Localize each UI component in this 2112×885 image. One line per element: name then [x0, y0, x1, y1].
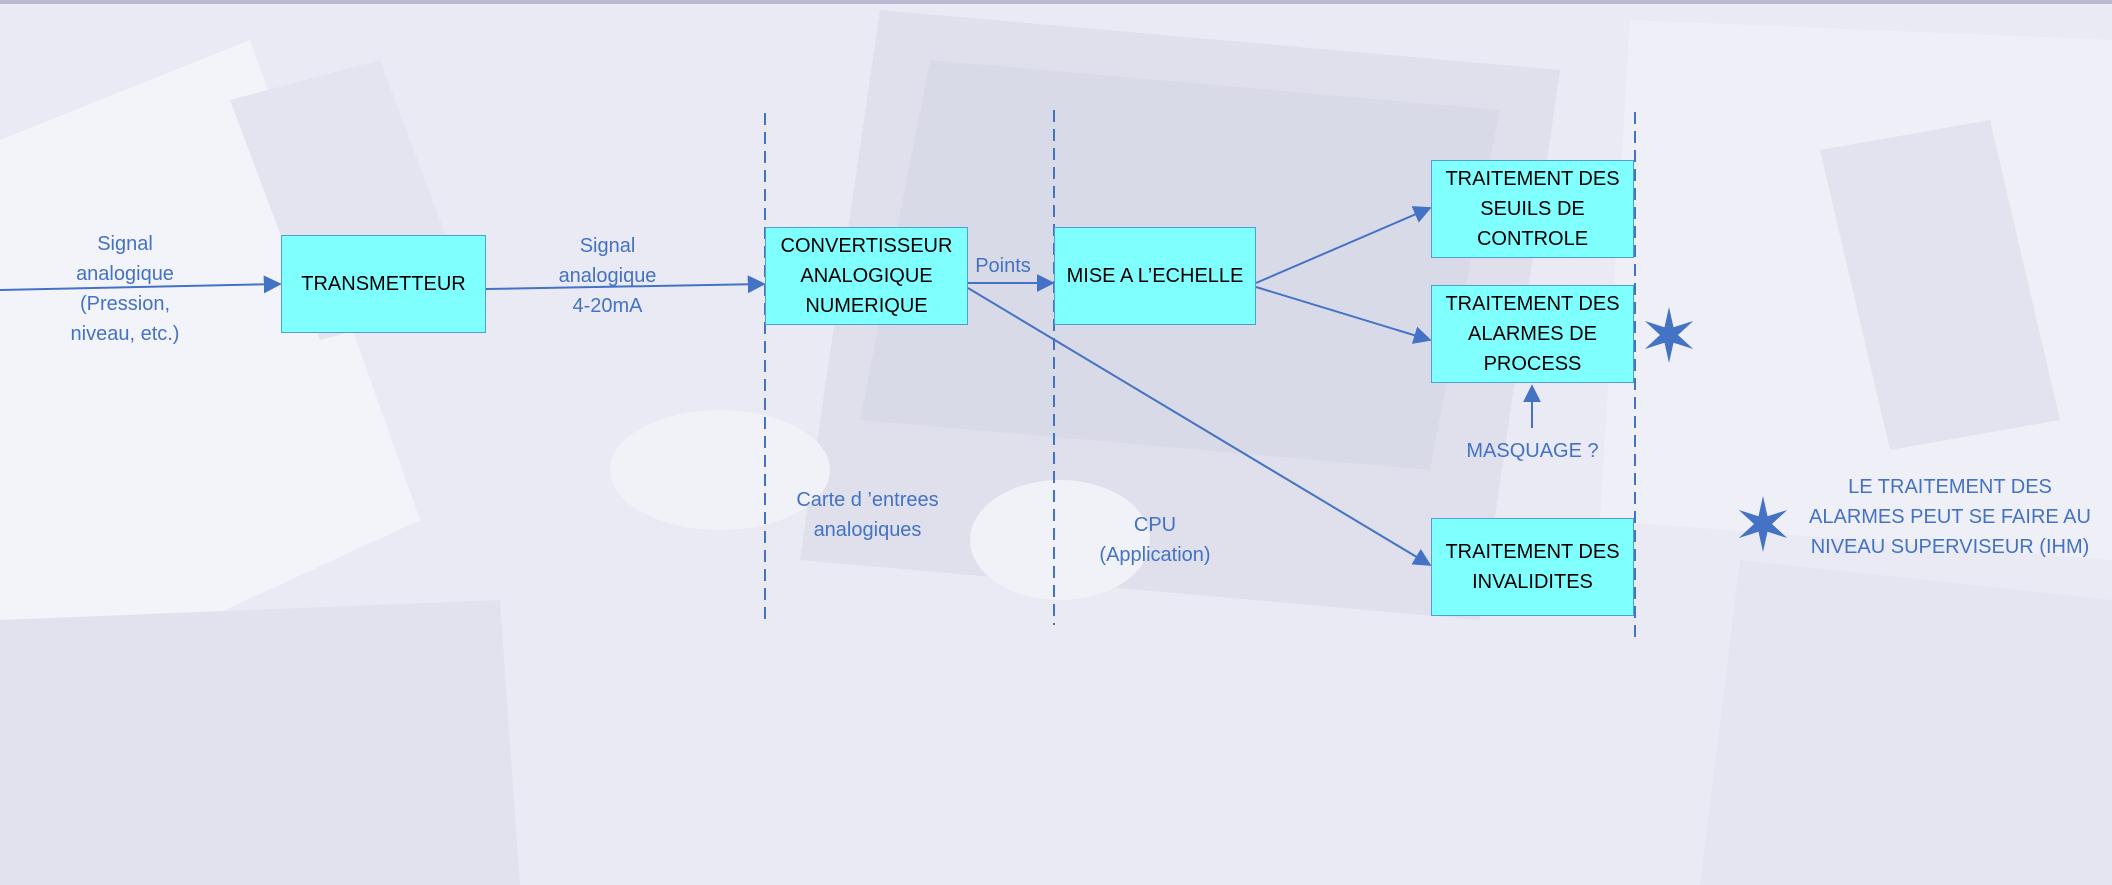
invalidites-block: TRAITEMENT DES INVALIDITES [1431, 518, 1634, 616]
carte-label: Carte d ’entrees analogiques [796, 489, 939, 541]
arrow-signal-in [0, 275, 282, 294]
signal-420-label: Signal analogique 4-20mA [558, 235, 657, 317]
top-border [0, 0, 2112, 4]
convertisseur-block: CONVERTISSEUR ANALOGIQUE NUMERIQUE [765, 227, 968, 325]
alarmes-block: TRAITEMENT DES ALARMES DE PROCESS [1431, 285, 1634, 383]
six-point-star-icon [1644, 307, 1694, 363]
six-point-star-icon [1738, 496, 1788, 552]
arrow-to-seuils [1255, 206, 1432, 284]
supervisor-note: LE TRAITEMENT DES ALARMES PEUT SE FAIRE … [1809, 476, 2091, 558]
arrow-to-invalidites [967, 287, 1432, 566]
points-label: Points [975, 255, 1031, 277]
arrow-transmetteur-convertisseur [485, 275, 766, 294]
arrow-to-alarmes [1255, 286, 1432, 344]
transmetteur-block: TRANSMETTEUR [281, 235, 486, 333]
masquage-label: MASQUAGE ? [1466, 440, 1599, 462]
seuils-block: TRAITEMENT DES SEUILS DE CONTROLE [1431, 160, 1634, 258]
mise-echelle-block: MISE A L’ECHELLE [1054, 227, 1256, 325]
signal-in-label: Signal analogique (Pression, niveau, etc… [70, 233, 180, 345]
cpu-label: CPU (Application) [1099, 514, 1211, 566]
